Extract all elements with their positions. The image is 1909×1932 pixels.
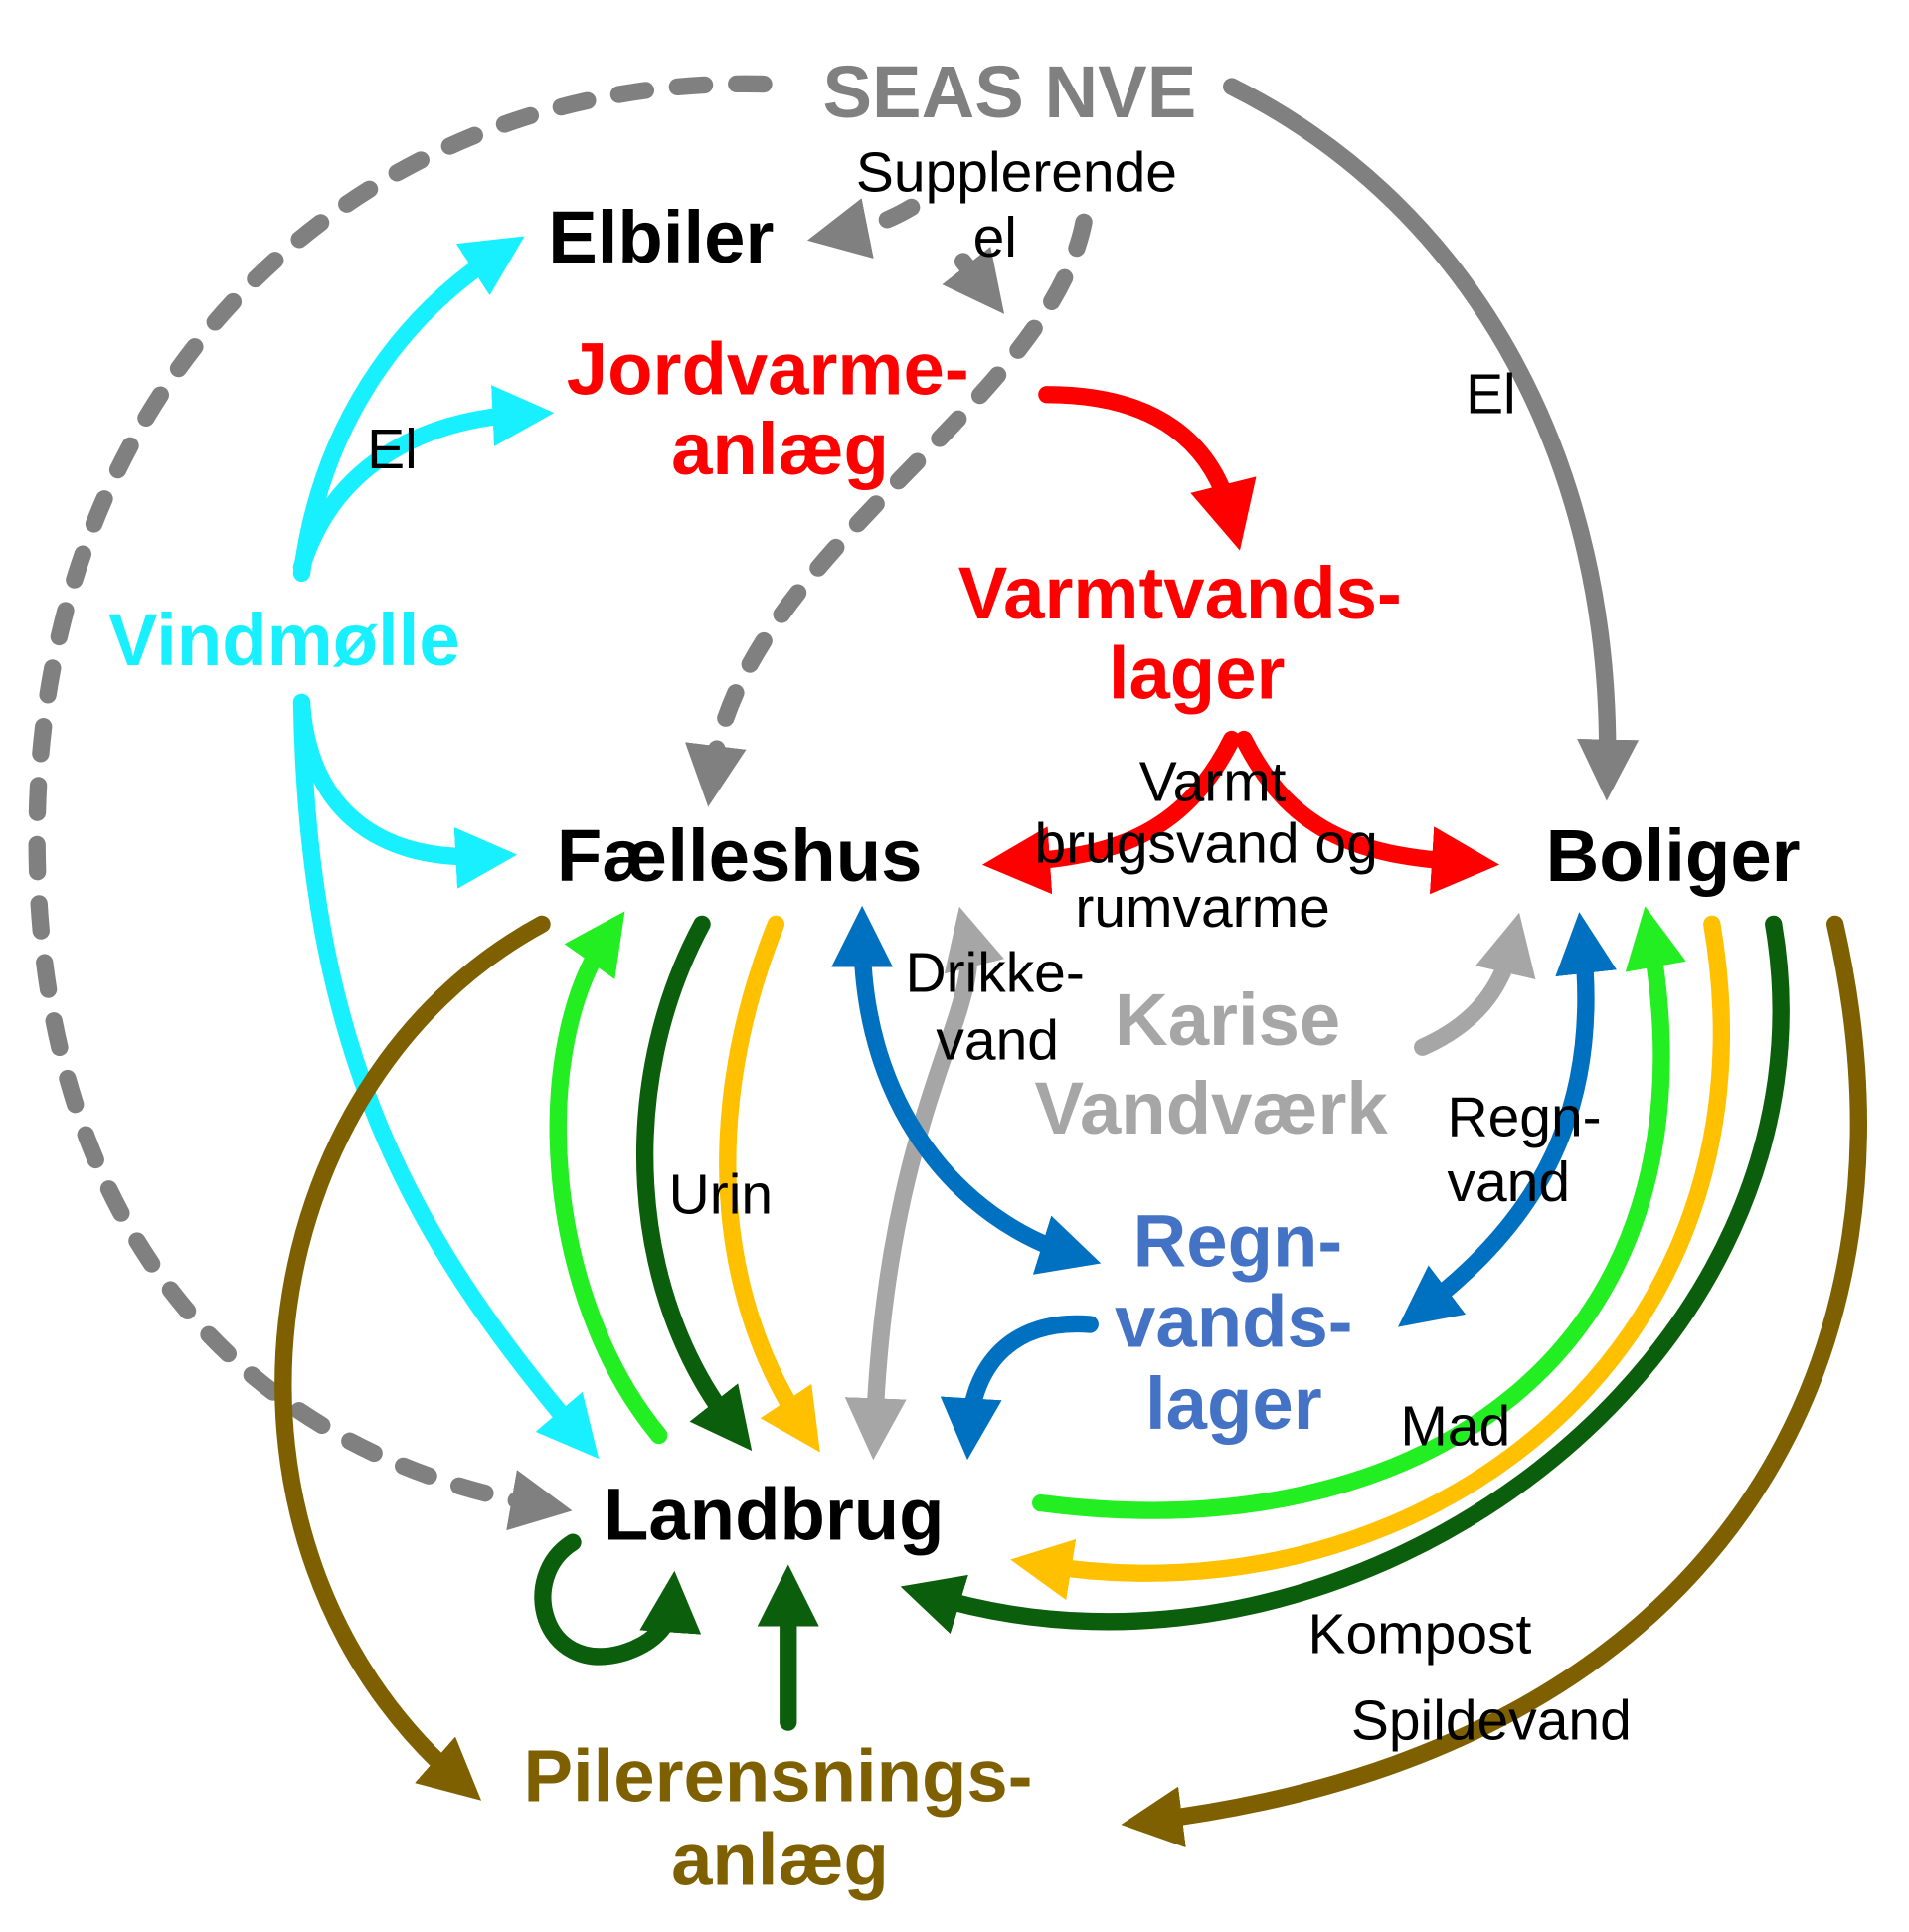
label-mad: Mad [1400, 1394, 1510, 1458]
node-faelleshus: Fælleshus [557, 814, 923, 897]
arrow-landbrug-loop [534, 1533, 702, 1666]
node-jordvarme-line2: anlæg [671, 408, 889, 490]
arrow-wind-to-jordvarme [292, 385, 555, 576]
node-regnvand-line2: vands- [1115, 1280, 1353, 1362]
arrow-faelleshus-compost-to-landbrug [636, 915, 753, 1452]
label-drikkevand-line2: vand [936, 1009, 1059, 1073]
label-varmt-line1: Varmt [1139, 751, 1287, 814]
label-el-wind: El [367, 418, 418, 481]
node-varmtvand-line1: Varmtvands- [958, 552, 1402, 634]
arrow-wind-to-landbrug [292, 693, 600, 1460]
arrow-seas-to-faelleshus [685, 213, 1093, 807]
arrow-regnvand-to-landbrug [940, 1315, 1099, 1461]
arrow-boliger-regnvand [1398, 912, 1617, 1327]
arrow-boliger-urine-to-landbrug [1010, 915, 1731, 1601]
arrow-faelleshus-to-pilerens [274, 915, 551, 1801]
arrow-faelleshus-regnvand [831, 905, 1102, 1275]
arrow-boliger-compost-to-landbrug [900, 915, 1790, 1635]
label-drikkevand-line1: Drikke- [905, 942, 1084, 1005]
label-regnvand-line2: vand [1447, 1150, 1570, 1214]
node-pilerens-line1: Pilerensnings- [523, 1734, 1032, 1817]
label-varmt-line3: rumvarme [1075, 876, 1329, 940]
arrow-supplerende-to-jordvarme [942, 246, 1005, 314]
arrow-seas-to-landbrug [28, 75, 773, 1531]
arrow-jordvarme-to-varmtvand [1038, 386, 1257, 551]
label-kompost: Kompost [1308, 1603, 1532, 1667]
node-regnvand-line3: lager [1145, 1362, 1322, 1445]
label-spildevand: Spildevand [1351, 1688, 1632, 1752]
arrow-varmtvand-to-boliger [1235, 730, 1500, 895]
node-regnvand-line1: Regn- [1133, 1200, 1343, 1283]
arrow-varmtvand-to-faelleshus [981, 730, 1241, 895]
node-elbiler: Elbiler [548, 196, 774, 278]
arrow-supplerende-to-elbiler [806, 198, 921, 259]
arrow-wind-to-faelleshus [292, 693, 518, 889]
label-supplerende-line2: el [973, 206, 1017, 269]
label-supplerende-line1: Supplerende [856, 140, 1177, 204]
node-varmtvand-line2: lager [1109, 632, 1286, 715]
arrow-boliger-to-pilerens [1121, 915, 1867, 1848]
node-landbrug: Landbrug [604, 1474, 945, 1556]
label-urin: Urin [669, 1162, 773, 1226]
arrow-seas-to-boliger [1223, 78, 1640, 801]
label-varmt-line2: brugsvand og [1035, 811, 1378, 875]
node-vindmoelle: Vindmølle [108, 599, 460, 681]
label-regnvand-line1: Regn- [1447, 1085, 1601, 1148]
node-karise-line1: Karise [1115, 978, 1340, 1061]
arrow-karise-to-boliger [1414, 912, 1536, 1056]
node-seas-nve: SEAS NVE [822, 51, 1196, 133]
arrow-wind-to-elbiler [292, 236, 525, 583]
label-el-grid: El [1466, 362, 1516, 426]
node-karise-line2: Vandværk [1035, 1067, 1389, 1149]
node-boliger: Boliger [1546, 814, 1801, 897]
arrow-faelleshus-urine-to-landbrug [719, 915, 820, 1453]
arrow-landbrug-to-faelleshus [549, 911, 668, 1445]
arrow-landbrug-to-boliger [1032, 906, 1686, 1519]
node-pilerens-line2: anlæg [671, 1819, 889, 1901]
node-jordvarme-line1: Jordvarme- [567, 328, 969, 411]
